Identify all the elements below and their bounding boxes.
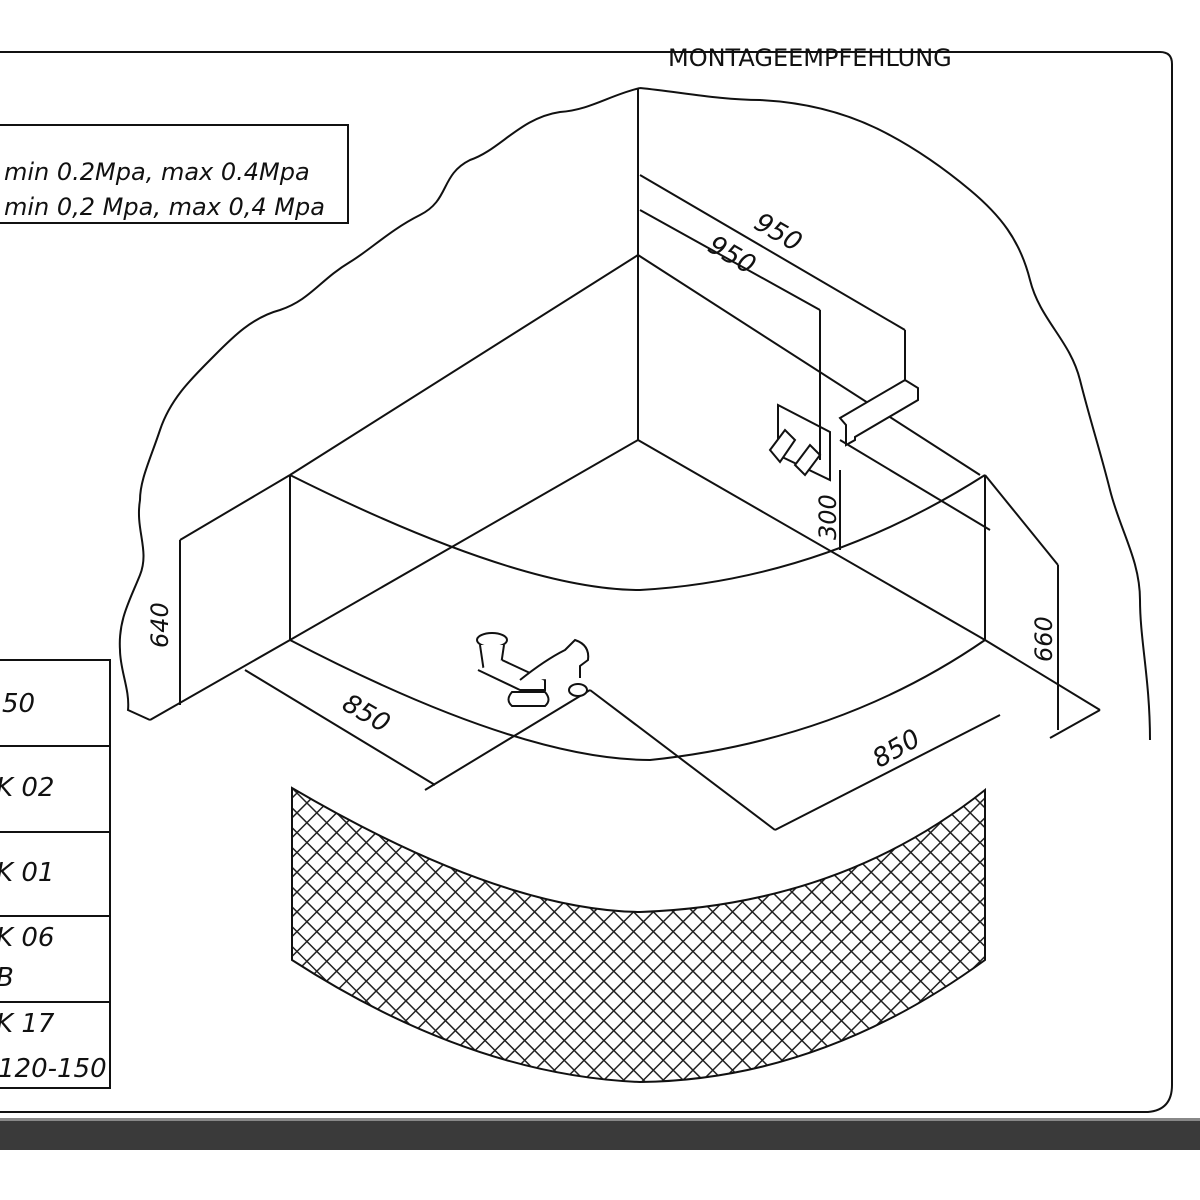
- top-bar: [0, 0, 1200, 52]
- wall-outline: [118, 87, 1151, 741]
- wall-valve-icon: [768, 403, 831, 482]
- footer-area: [0, 1150, 1200, 1200]
- parts-cell-4a: K 06: [0, 923, 54, 953]
- sheet-border: [0, 51, 1173, 1113]
- pressure-box: min 0.2Mpa, max 0.4Mpa min 0,2 Mpa, max …: [0, 124, 349, 224]
- parts-table: [0, 659, 111, 1089]
- dim-valve-height: 300: [814, 494, 842, 540]
- parts-cell-5b: 120-150: [0, 1054, 107, 1084]
- pressure-line-2: min 0,2 Mpa, max 0,4 Mpa: [4, 193, 325, 221]
- parts-cell-3: K 01: [0, 858, 54, 888]
- dim-wall-upper: 950: [749, 207, 807, 258]
- parts-cell-2: K 02: [0, 773, 54, 803]
- mesh-panel: [291, 786, 986, 1084]
- dim-height-right: 660: [1030, 616, 1058, 662]
- pressure-line-1: min 0.2Mpa, max 0.4Mpa: [4, 158, 310, 186]
- parts-cell-4b: B: [0, 963, 14, 993]
- spout-icon: [838, 378, 919, 447]
- dim-height-left: 640: [146, 602, 174, 648]
- parts-cell-5a: K 17: [0, 1009, 55, 1039]
- drain-icon: [476, 632, 590, 707]
- drawing-title: MONTAGEEMPFEHLUNG: [668, 44, 952, 72]
- parts-cell-1: 50: [2, 689, 35, 719]
- bottom-bar: [0, 1118, 1200, 1151]
